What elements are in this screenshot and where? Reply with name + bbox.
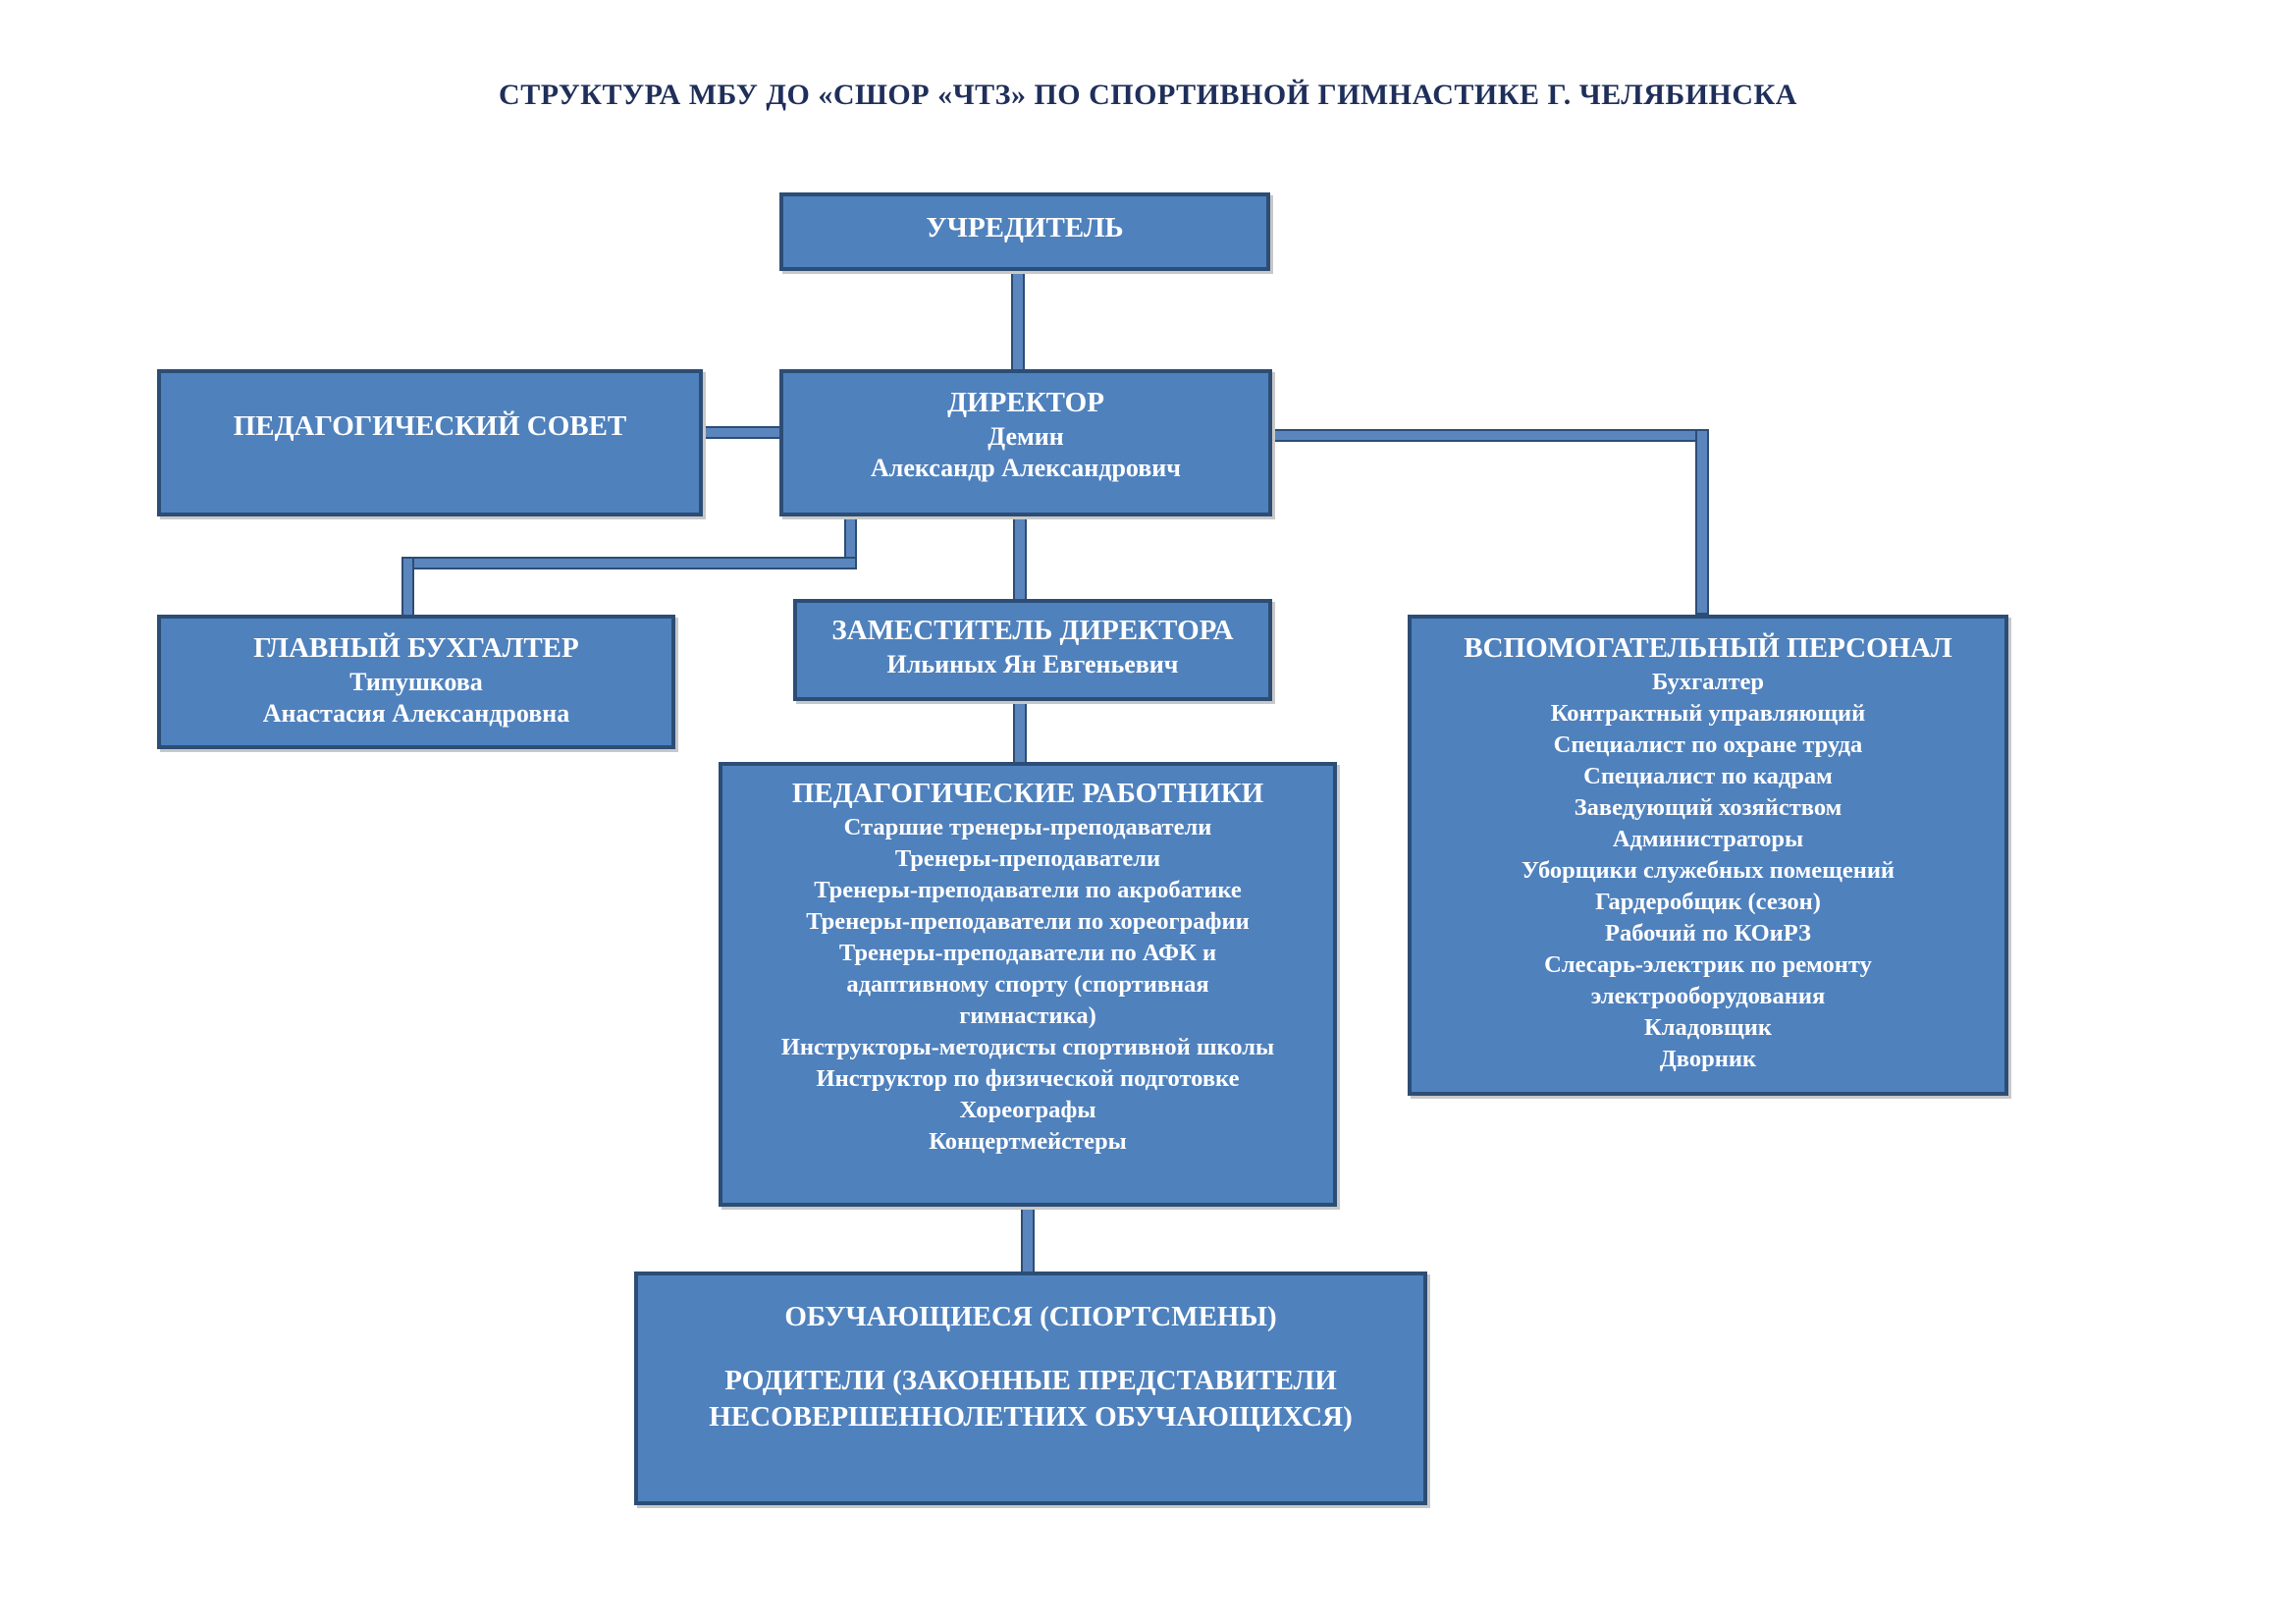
connector-director-support-v — [1695, 429, 1709, 615]
support-staff-item: Специалист по кадрам — [1583, 763, 1833, 789]
founder-box: УЧРЕДИТЕЛЬ — [779, 192, 1270, 271]
deputy-director-name: Ильиных Ян Евгеньевич — [886, 650, 1179, 678]
teaching-staff-item: Хореографы — [959, 1097, 1096, 1123]
teaching-staff-item: гимнастика) — [959, 1002, 1096, 1029]
director-surname: Демин — [988, 422, 1064, 451]
support-staff-item: Администраторы — [1612, 826, 1804, 852]
teaching-staff-item: Инструкторы-методисты спортивной школы — [780, 1034, 1275, 1060]
students-title: ОБУЧАЮЩИЕСЯ (СПОРТСМЕНЫ) — [784, 1301, 1277, 1332]
deputy-director-title: ЗАМЕСТИТЕЛЬ ДИРЕКТОРА — [831, 615, 1234, 646]
support-staff-box: ВСПОМОГАТЕЛЬНЫЙ ПЕРСОНАЛ Бухгалтер Контр… — [1408, 615, 2008, 1096]
support-staff-item: Контрактный управляющий — [1550, 700, 1866, 727]
teaching-staff-item: Концертмейстеры — [929, 1128, 1127, 1155]
connector-founder-director — [1011, 269, 1025, 371]
teaching-staff-item: Инструктор по физической подготовке — [816, 1065, 1240, 1092]
chief-accountant-title: ГЛАВНЫЙ БУХГАЛТЕР — [253, 632, 579, 664]
support-staff-title: ВСПОМОГАТЕЛЬНЫЙ ПЕРСОНАЛ — [1464, 632, 1952, 664]
connector-teaching-students — [1021, 1205, 1035, 1273]
connector-director-accountant-v2 — [401, 557, 414, 618]
teaching-staff-item: Старшие тренеры-преподаватели — [843, 814, 1212, 840]
director-name: Александр Александрович — [871, 454, 1181, 482]
support-staff-item: электрооборудования — [1590, 983, 1826, 1009]
connector-deputy-teaching — [1013, 699, 1027, 764]
teaching-staff-title: ПЕДАГОГИЧЕСКИЕ РАБОТНИКИ — [791, 778, 1264, 809]
support-staff-item: Гардеробщик (сезон) — [1595, 889, 1821, 915]
chief-accountant-surname: Типушкова — [349, 668, 483, 696]
support-staff-item: Дворник — [1659, 1046, 1757, 1072]
page-title: СТРУКТУРА МБУ ДО «СШОР «ЧТЗ» ПО СПОРТИВН… — [499, 79, 1797, 111]
founder-title: УЧРЕДИТЕЛЬ — [926, 212, 1124, 244]
chief-accountant-box: ГЛАВНЫЙ БУХГАЛТЕР Типушкова Анастасия Ал… — [157, 615, 675, 749]
pedagogical-council-box: ПЕДАГОГИЧЕСКИЙ СОВЕТ — [157, 369, 703, 516]
support-staff-item: Специалист по охране труда — [1553, 731, 1863, 758]
support-staff-item: Слесарь-электрик по ремонту — [1544, 951, 1872, 978]
teaching-staff-item: адаптивному спорту (спортивная — [846, 971, 1209, 998]
deputy-director-box: ЗАМЕСТИТЕЛЬ ДИРЕКТОРА Ильиных Ян Евгенье… — [793, 599, 1272, 701]
students-box: ОБУЧАЮЩИЕСЯ (СПОРТСМЕНЫ) РОДИТЕЛИ (ЗАКОН… — [634, 1272, 1427, 1505]
chief-accountant-name: Анастасия Александровна — [262, 699, 570, 728]
teaching-staff-item: Тренеры-преподаватели по АФК и — [838, 940, 1217, 966]
support-staff-item: Рабочий по КОиРЗ — [1605, 920, 1811, 947]
director-title: ДИРЕКТОР — [947, 387, 1104, 418]
teaching-staff-item: Тренеры-преподаватели — [894, 845, 1161, 872]
support-staff-item: Бухгалтер — [1652, 669, 1764, 695]
support-staff-item: Кладовщик — [1644, 1014, 1772, 1041]
teaching-staff-item: Тренеры-преподаватели по хореографии — [806, 908, 1250, 935]
connector-director-deputy — [1013, 514, 1027, 601]
pedagogical-council-title: ПЕДАГОГИЧЕСКИЙ СОВЕТ — [233, 410, 627, 442]
support-staff-item: Заведующий хозяйством — [1574, 794, 1842, 821]
teaching-staff-box: ПЕДАГОГИЧЕСКИЕ РАБОТНИКИ Старшие тренеры… — [719, 762, 1337, 1207]
parents-line-1: РОДИТЕЛИ (ЗАКОННЫЕ ПРЕДСТАВИТЕЛИ — [724, 1365, 1337, 1396]
connector-council-director — [701, 426, 781, 439]
connector-director-accountant-h — [401, 557, 857, 569]
parents-line-2: НЕСОВЕРШЕННОЛЕТНИХ ОБУЧАЮЩИХСЯ) — [709, 1401, 1353, 1433]
support-staff-item: Уборщики служебных помещений — [1521, 857, 1896, 884]
director-box: ДИРЕКТОР Демин Александр Александрович — [779, 369, 1272, 516]
teaching-staff-item: Тренеры-преподаватели по акробатике — [814, 877, 1242, 903]
connector-director-support-h — [1270, 429, 1708, 442]
